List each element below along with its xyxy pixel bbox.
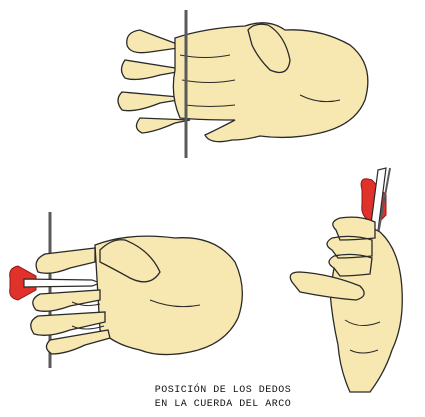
left-arrow-shaft	[24, 279, 100, 287]
open-hand-illustration	[118, 10, 368, 158]
figure-caption: POSICIÓN DE LOS DEDOS EN LA CUERDA DEL A…	[118, 384, 328, 412]
caption-line-1: POSICIÓN DE LOS DEDOS	[118, 384, 328, 398]
right-hand-fingers	[327, 217, 375, 276]
front-view-illustration	[290, 168, 402, 392]
side-draw-illustration	[10, 212, 243, 368]
caption-line-2: EN LA CUERDA DEL ARCO	[118, 398, 328, 412]
